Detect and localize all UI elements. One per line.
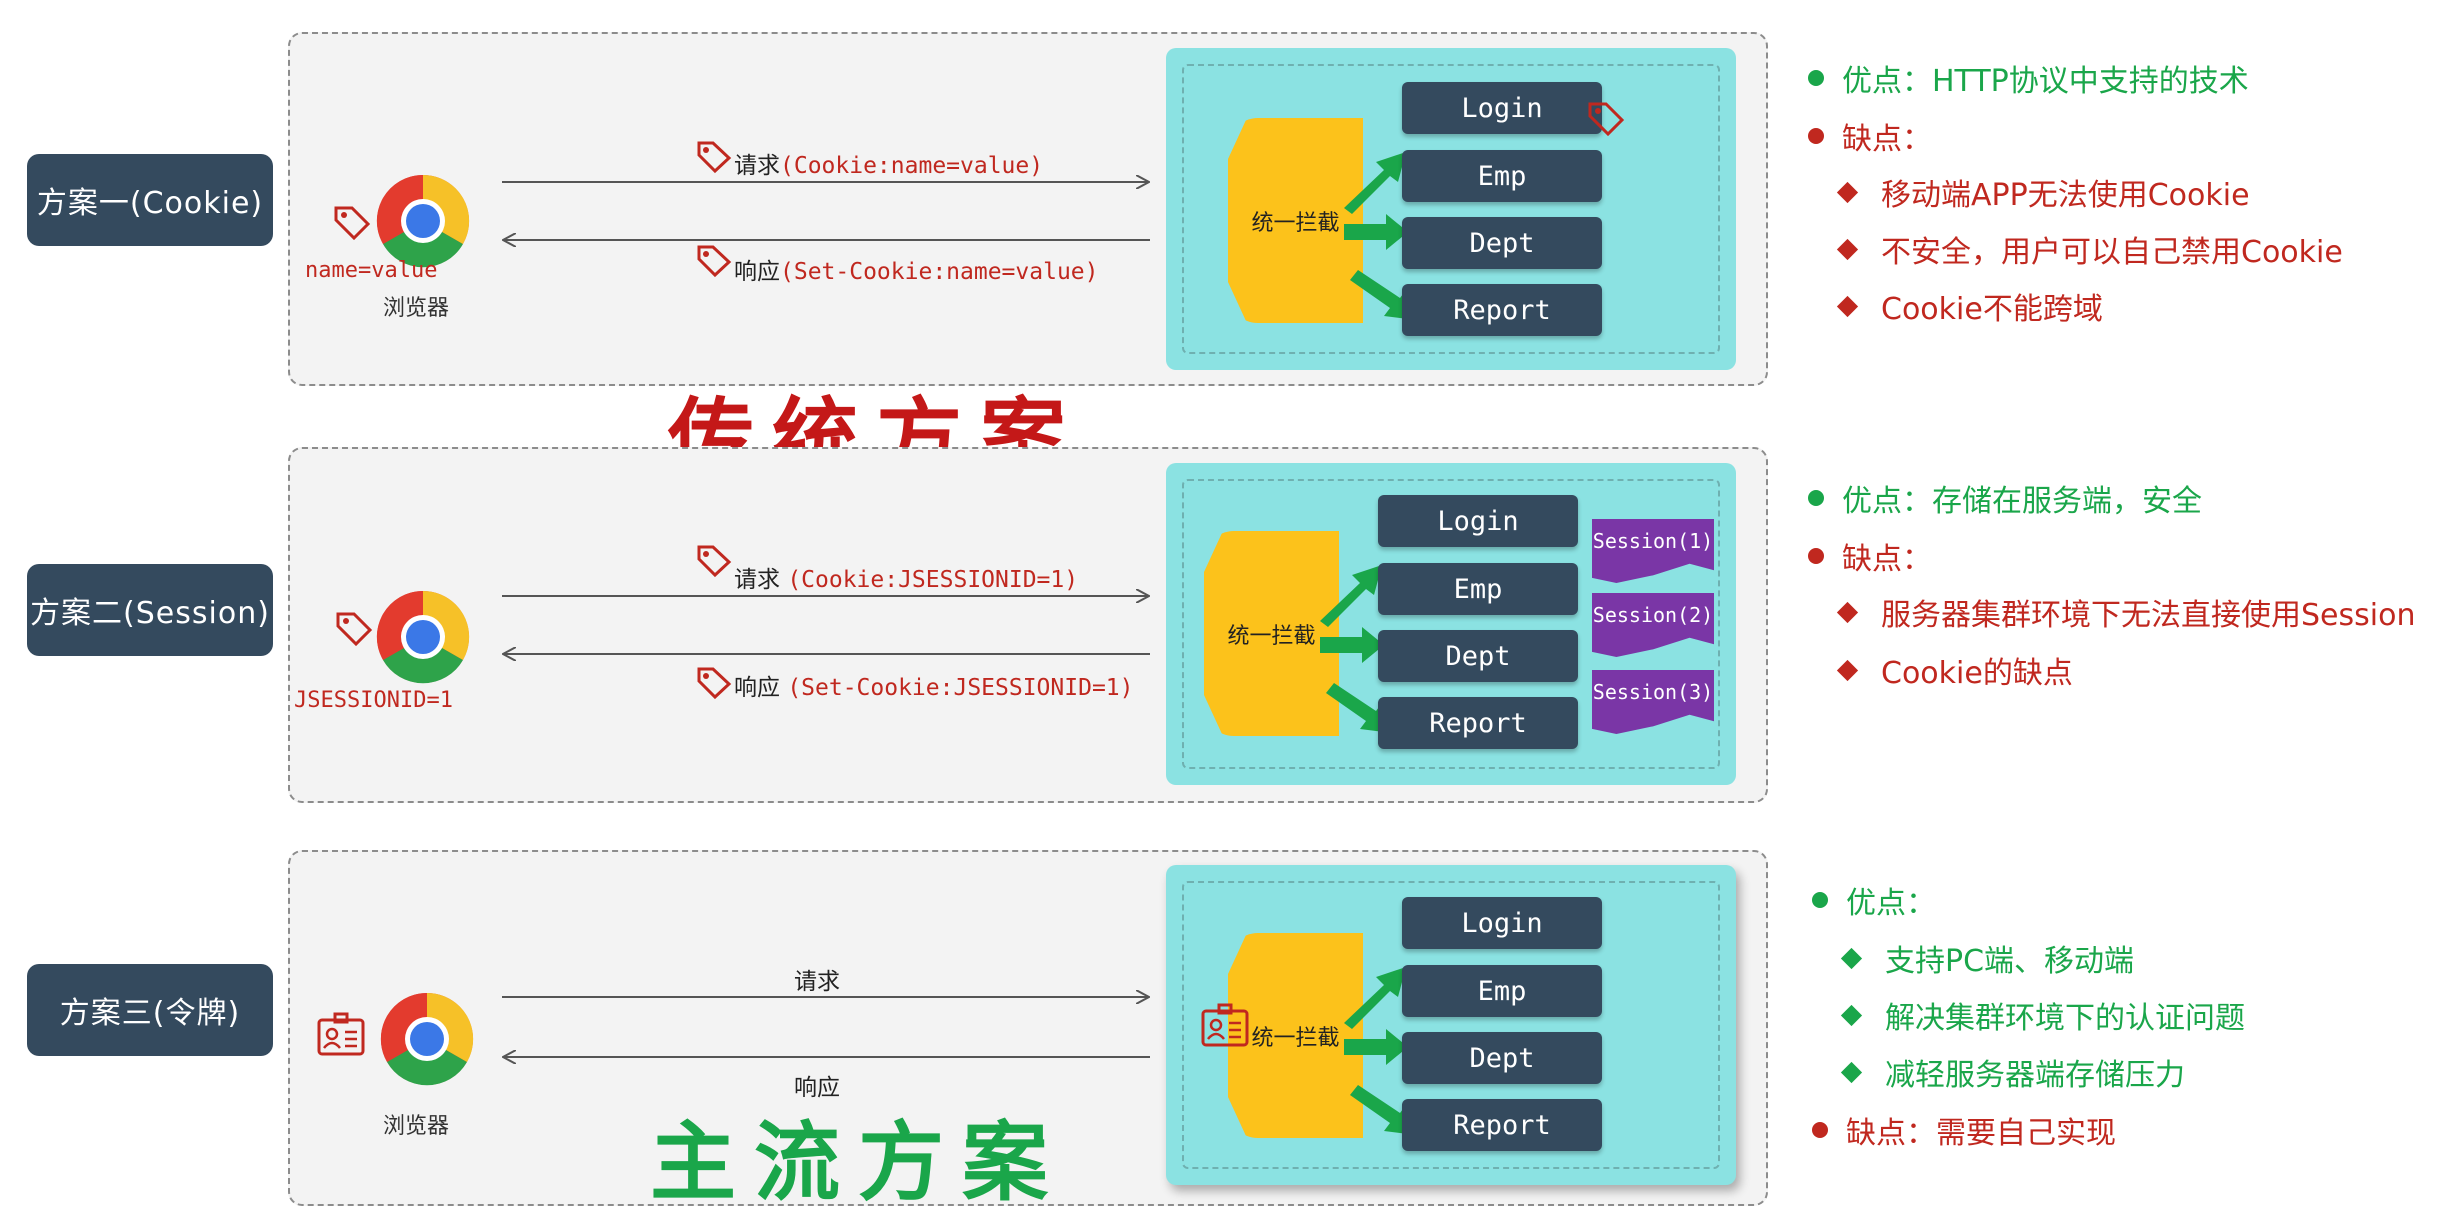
response-label: 响应(Set-Cookie:name=value) xyxy=(734,259,1099,285)
server-inner-frame xyxy=(1182,64,1720,354)
service-login: Login xyxy=(1402,897,1602,949)
response-label: 响应 xyxy=(794,1075,840,1101)
scheme2-con-item: 服务器集群环境下无法直接使用Session xyxy=(1800,590,2415,634)
scheme3-pro-item: 支持PC端、移动端 xyxy=(1804,936,2134,980)
server-box: 统一拦截 Login Emp Dept Report xyxy=(1166,48,1736,370)
service-login: Login xyxy=(1402,82,1602,134)
service-dept: Dept xyxy=(1402,1032,1602,1084)
service-report: Report xyxy=(1402,1099,1602,1151)
scheme2-con: 缺点： xyxy=(1808,534,1932,578)
scheme1-con-item: 不安全，用户可以自己禁用Cookie xyxy=(1800,227,2343,271)
mainstream-title: 主流方案 xyxy=(650,1112,1066,1213)
server-inner-frame xyxy=(1182,479,1720,769)
request-label: 请求(Cookie:name=value) xyxy=(734,153,1044,179)
session-store: Session(2) xyxy=(1592,593,1714,657)
request-label: 请求 xyxy=(794,969,840,995)
scheme3-pro-item: 减轻服务器端存储压力 xyxy=(1804,1050,2185,1094)
scheme1-label: 方案一(Cookie) xyxy=(27,154,273,246)
server-box: 统一拦截 Login Emp Dept Report Session(1) Se… xyxy=(1166,463,1736,785)
scheme3-con: 缺点：需要自己实现 xyxy=(1812,1108,2116,1152)
service-report: Report xyxy=(1402,284,1602,336)
browser-cookie-text: name=value xyxy=(305,258,438,283)
id-card-icon xyxy=(317,1012,365,1056)
service-login: Login xyxy=(1378,495,1578,547)
chrome-browser-icon xyxy=(376,174,470,268)
browser-caption: 浏览器 xyxy=(383,296,450,321)
id-card-icon xyxy=(1201,1003,1249,1047)
request-label: 请求 (Cookie:JSESSIONID=1) xyxy=(734,567,1079,593)
scheme1-con-item: Cookie不能跨域 xyxy=(1800,284,2103,328)
tag-icon xyxy=(697,245,732,278)
chrome-browser-icon xyxy=(376,590,470,684)
request-response-arrows xyxy=(502,975,1150,1075)
server-box: 统一拦截 Login Emp Dept Report xyxy=(1166,865,1736,1185)
service-emp: Emp xyxy=(1402,965,1602,1017)
tag-icon xyxy=(334,206,371,240)
scheme3-pro-item: 解决集群环境下的认证问题 xyxy=(1804,993,2245,1037)
scheme1-pro: 优点：HTTP协议中支持的技术 xyxy=(1808,56,2249,100)
green-arrows xyxy=(1320,565,1392,733)
scheme3-label: 方案三(令牌) xyxy=(27,964,273,1056)
interceptor: 统一拦截 xyxy=(1228,118,1363,323)
green-arrows xyxy=(1344,152,1416,320)
service-report: Report xyxy=(1378,697,1578,749)
service-emp: Emp xyxy=(1402,150,1602,202)
service-dept: Dept xyxy=(1402,217,1602,269)
tag-icon xyxy=(1588,102,1625,136)
scheme2-label: 方案二(Session) xyxy=(27,564,273,656)
tag-icon xyxy=(336,612,373,646)
scheme1-con: 缺点： xyxy=(1808,114,1932,158)
tag-icon xyxy=(697,141,732,174)
service-dept: Dept xyxy=(1378,630,1578,682)
chrome-browser-icon xyxy=(380,992,474,1086)
server-inner-frame xyxy=(1182,881,1720,1169)
interceptor: 统一拦截 xyxy=(1204,531,1339,736)
scheme2-pro: 优点：存储在服务端，安全 xyxy=(1808,476,2202,520)
request-response-arrows xyxy=(502,574,1150,674)
scheme2-con-item: Cookie的缺点 xyxy=(1800,648,2073,692)
browser-caption: 浏览器 xyxy=(383,1114,450,1139)
tag-icon xyxy=(697,545,732,578)
scheme1-con-item: 移动端APP无法使用Cookie xyxy=(1800,170,2250,214)
browser-cookie-text: JSESSIONID=1 xyxy=(294,688,453,713)
request-response-arrows xyxy=(502,160,1150,260)
green-arrows xyxy=(1344,967,1416,1135)
scheme3-pro: 优点： xyxy=(1812,878,1936,922)
session-store: Session(1) xyxy=(1592,519,1714,583)
response-label: 响应 (Set-Cookie:JSESSIONID=1) xyxy=(734,675,1134,701)
service-emp: Emp xyxy=(1378,563,1578,615)
interceptor: 统一拦截 xyxy=(1228,933,1363,1138)
tag-icon xyxy=(697,667,732,700)
